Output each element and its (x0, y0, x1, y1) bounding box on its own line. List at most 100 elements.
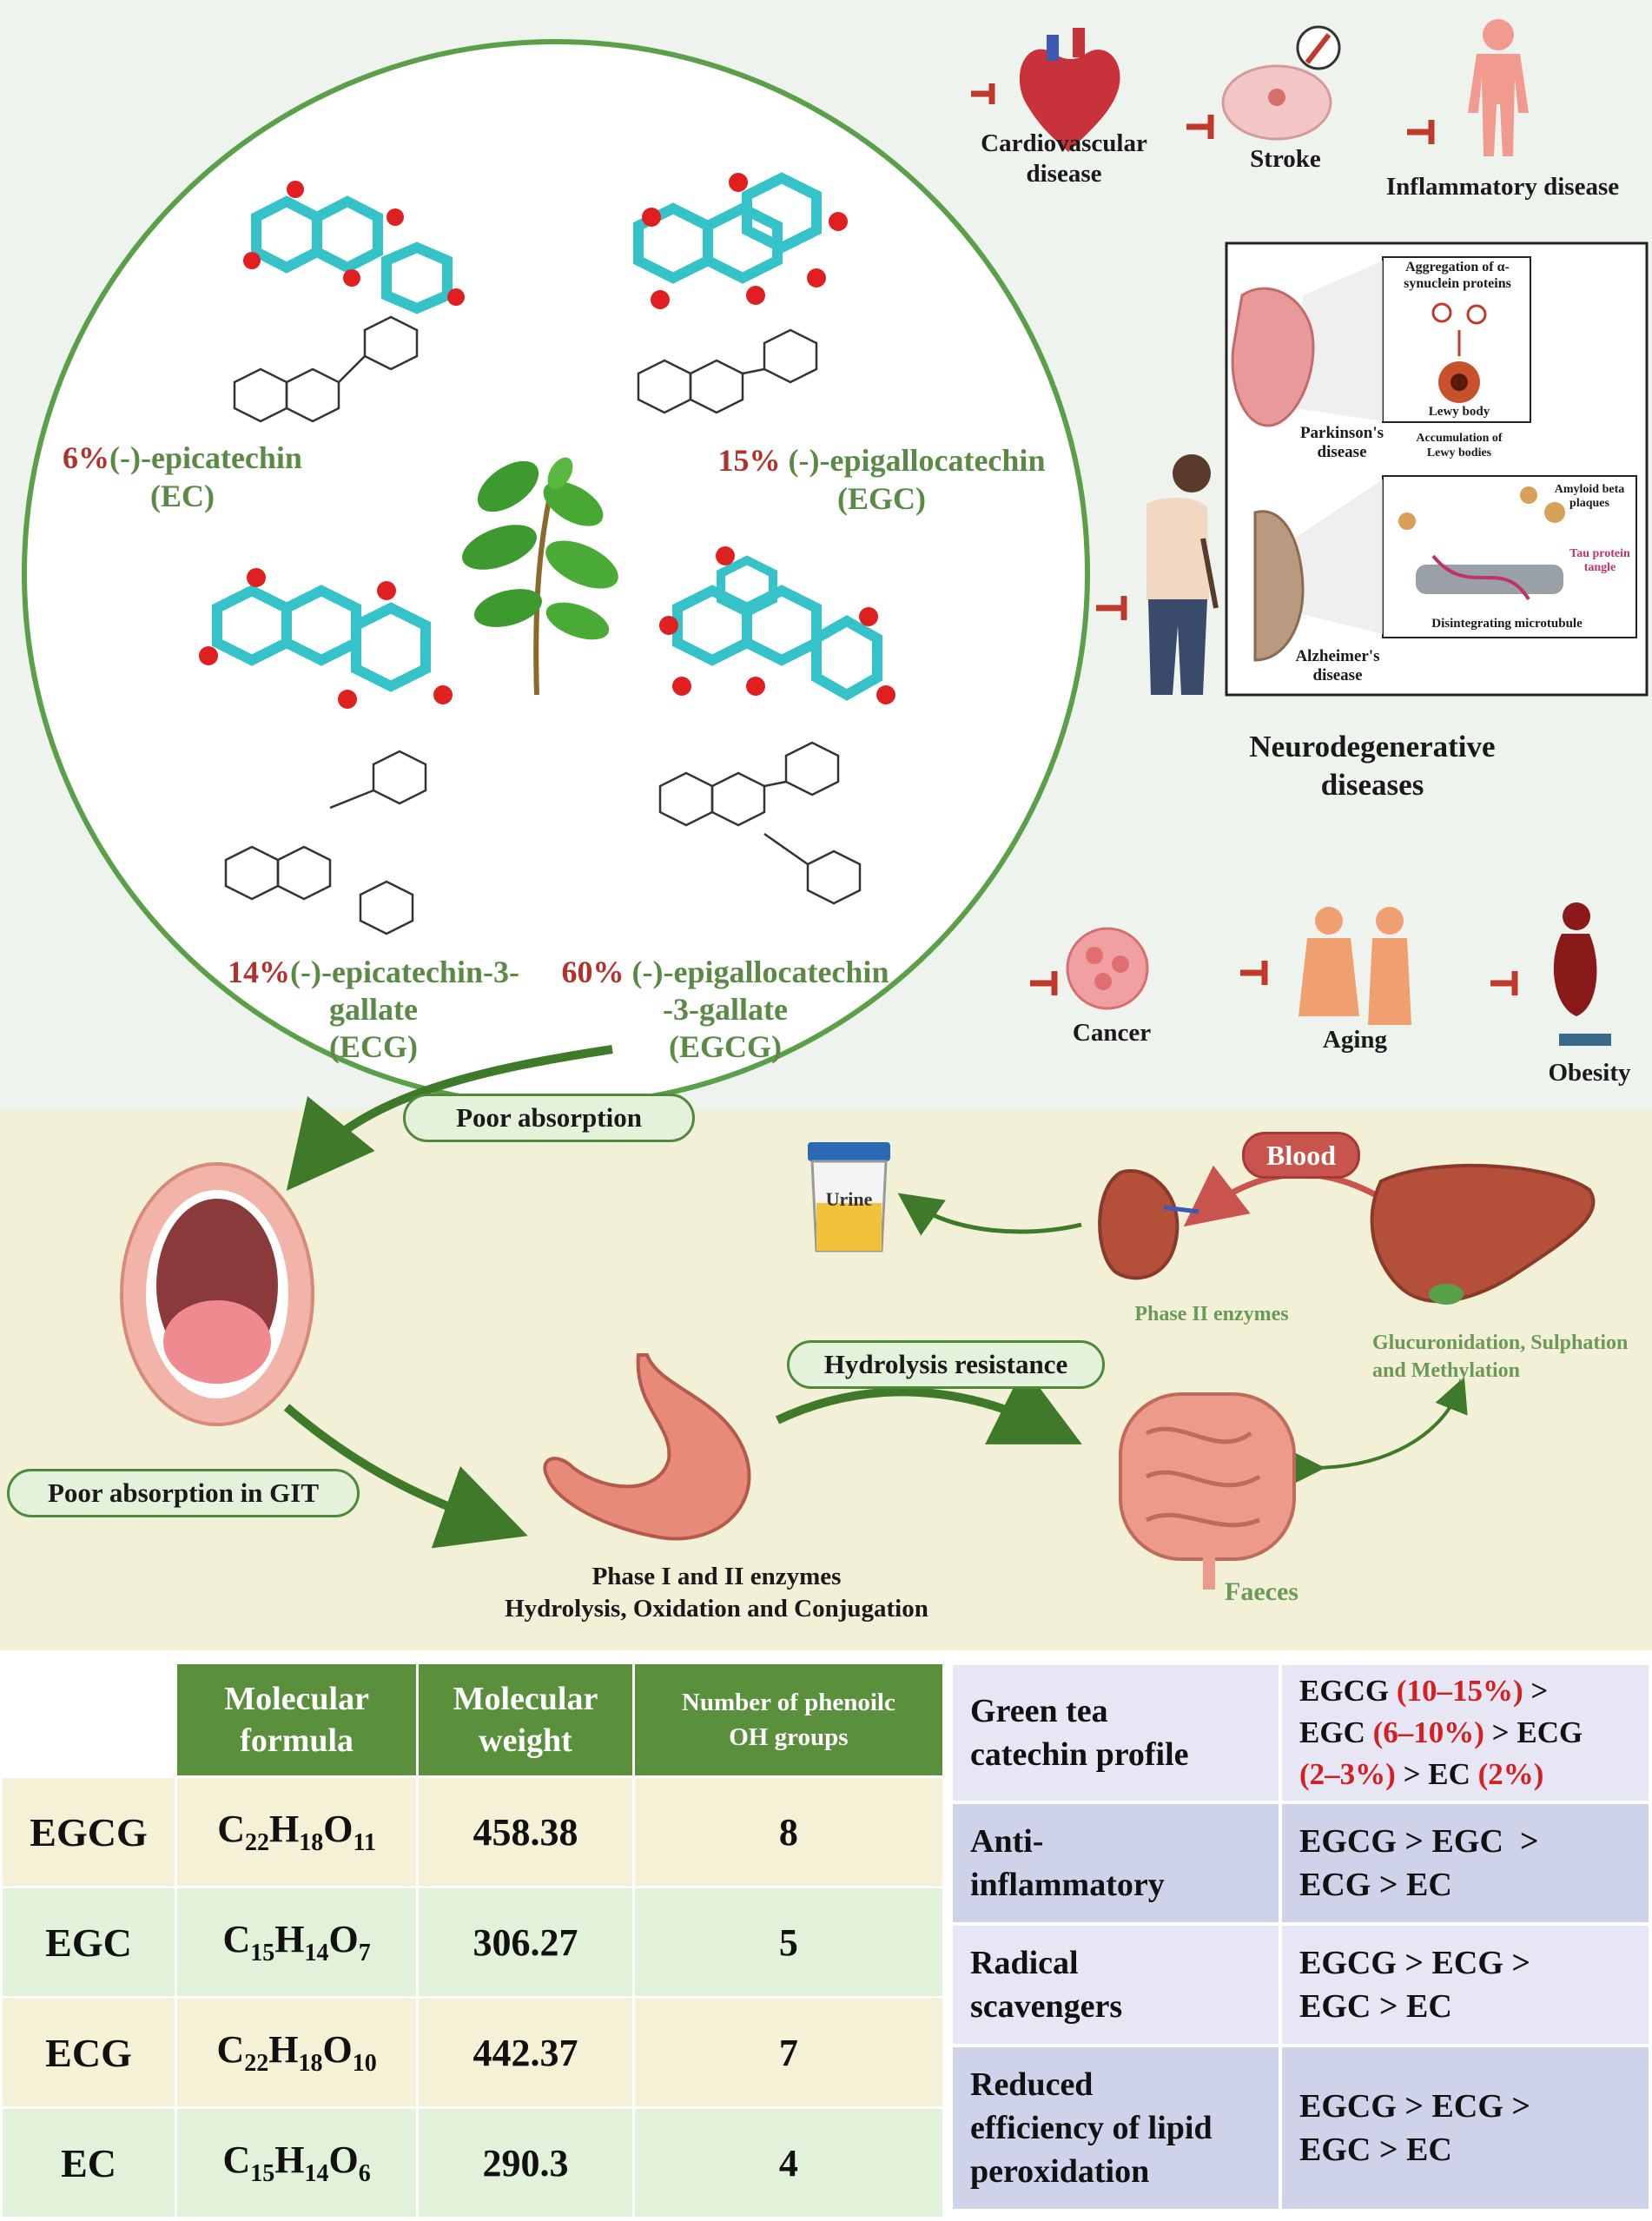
formula-element: H (268, 2028, 299, 2072)
profile-label-line2: catechin profile (970, 1736, 1189, 1773)
tau-label: Tau protein tangle (1563, 547, 1636, 575)
egc-percent: 15% (717, 443, 781, 478)
glucuronidation-line1: Glucuronidation, Sulphation (1372, 1332, 1629, 1354)
accumulation-line1: Accumulation of (1416, 432, 1503, 445)
egcg-percent: 60% (561, 955, 624, 989)
alzheimers-line2: disease (1312, 666, 1363, 684)
formula-subscript: 22 (244, 2049, 269, 2077)
anti-label-line2: inflammatory (970, 1867, 1165, 1903)
oh-header-line1: Number of phenoilc (681, 1689, 895, 1716)
lipid-value-line2: EGC > EC (1299, 2132, 1452, 2168)
parkinsons-line2: disease (1317, 443, 1367, 461)
urine-label: Urine (825, 1188, 873, 1210)
ec-abbr: (EC) (150, 479, 215, 513)
neuro-line2: diseases (1320, 768, 1424, 802)
profile-label-cell: Green tea catechin profile (949, 1662, 1282, 1804)
anti-label-line1: Anti- (970, 1823, 1044, 1860)
egc-label: 15% (-)-epigallocatechin (EGC) (699, 441, 1064, 518)
profile-egcg: EGCG (1299, 1674, 1397, 1708)
obesity-label: Obesity (1548, 1059, 1631, 1087)
radical-label-line1: Radical (970, 1945, 1079, 1981)
formula-subscript: 10 (352, 2049, 377, 2077)
cell-weight: 306.27 (416, 1886, 635, 1999)
cardiovascular-line1: Cardiovascular (981, 129, 1147, 157)
anti-value-line2: ECG > EC (1299, 1867, 1452, 1903)
formula-subscript: 14 (304, 1939, 329, 1967)
formula-subscript: 15 (250, 2159, 275, 2187)
anti-inflammatory-label-cell: Anti- inflammatory (949, 1801, 1282, 1926)
formula-subscript: 11 (353, 1828, 376, 1856)
cell-name: EGCG (0, 1775, 178, 1888)
oh-header: Number of phenoilc OH groups (631, 1662, 946, 1778)
egcg-label: 60% (-)-epigallocatechin -3-gallate (EGC… (543, 954, 908, 1066)
formula-header-line2: formula (240, 1722, 354, 1759)
aggregation-label: Aggregation of α- synuclein proteins (1388, 259, 1527, 292)
cell-formula: C22H18O11 (175, 1775, 420, 1888)
cell-formula: C22H18O10 (175, 1996, 420, 2109)
accumulation-label: Accumulation of Lewy bodies (1390, 431, 1529, 460)
formula-subscript: 6 (358, 2159, 371, 2187)
blood-pill: Blood (1242, 1132, 1360, 1179)
profile-egc: EGC (1299, 1715, 1373, 1749)
ecg-name-line2: gallate (329, 992, 418, 1027)
ec-name: (-)-epicatechin (109, 440, 302, 475)
glucuronidation-label: Glucuronidation, Sulphation and Methylat… (1372, 1329, 1652, 1385)
aggregation-line1: Aggregation of α- (1405, 260, 1510, 274)
faeces-label: Faeces (1225, 1577, 1298, 1606)
catechin-activity-table: Green tea catechin profile EGCG (10–15%)… (949, 1662, 1652, 2212)
accumulation-line2: Lewy bodies (1426, 446, 1492, 459)
poor-absorption-pill: Poor absorption (403, 1094, 695, 1142)
egc-abbr: (EGC) (837, 481, 926, 516)
formula-element: C (222, 1918, 251, 1961)
phase12-line1: Phase I and II enzymes (591, 1563, 842, 1590)
radical-value-cell: EGCG > ECG > EGC > EC (1279, 1922, 1652, 2047)
anti-inflammatory-row: Anti- inflammatory EGCG > EGC > ECG > EC (949, 1801, 1652, 1926)
property-table-header: Molecular formula Molecular weight Numbe… (0, 1662, 946, 1778)
ec-percent: 6% (63, 440, 110, 475)
cancer-label: Cancer (1072, 1019, 1152, 1047)
neurodegenerative-label: Neurodegenerative diseases (1199, 728, 1546, 804)
formula-subscript: 18 (299, 1828, 324, 1856)
lipid-value-cell: EGCG > ECG > EGC > EC (1279, 2044, 1652, 2212)
empty-header-cell (0, 1662, 178, 1778)
egcg-abbr: (EGCG) (669, 1029, 782, 1064)
egcg-name-line2: -3-gallate (663, 992, 788, 1027)
formula-element: H (274, 2138, 305, 2182)
neuro-line1: Neurodegenerative (1249, 730, 1496, 763)
profile-ecg: > ECG (1483, 1715, 1583, 1749)
cell-weight: 442.37 (416, 1996, 635, 2109)
profile-ec-pct: (2%) (1477, 1757, 1544, 1791)
profile-value-cell: EGCG (10–15%) > EGC (6–10%) > ECG (2–3%)… (1279, 1662, 1652, 1804)
formula-element: C (217, 1808, 246, 1851)
lipid-value-line1: EGCG > ECG > (1299, 2088, 1531, 2125)
lipid-label-line1: Reduced (970, 2066, 1094, 2103)
cardiovascular-label: Cardiovascular disease (964, 129, 1164, 189)
poor-absorption-git-pill: Poor absorption in GIT (7, 1469, 360, 1517)
profile-gt1: > (1523, 1674, 1549, 1708)
lipid-label-line2: efficiency of lipid (970, 2110, 1213, 2146)
profile-row: Green tea catechin profile EGCG (10–15%)… (949, 1662, 1652, 1804)
parkinsons-line1: Parkinson's (1299, 424, 1384, 442)
formula-element: O (328, 2138, 359, 2182)
cardiovascular-line2: disease (1026, 160, 1102, 188)
formula-subscript: 22 (245, 1828, 270, 1856)
profile-ec: > EC (1395, 1757, 1478, 1791)
profile-label-line1: Green tea (970, 1693, 1108, 1729)
cell-oh: 7 (631, 1996, 946, 2109)
anti-inflammatory-value-cell: EGCG > EGC > ECG > EC (1279, 1801, 1652, 1926)
formula-element: O (323, 1808, 354, 1851)
alzheimers-label: Alzheimer's disease (1281, 647, 1394, 685)
ecg-percent: 14% (228, 955, 291, 989)
weight-header-line2: weight (479, 1722, 572, 1759)
radical-scavengers-row: Radical scavengers EGCG > ECG > EGC > EC (949, 1922, 1652, 2047)
cell-name: EGC (0, 1886, 178, 1999)
profile-egcg-pct: (10–15%) (1396, 1674, 1523, 1708)
glucuronidation-line2: and Methylation (1372, 1359, 1521, 1382)
lipid-peroxidation-row: Reduced efficiency of lipid peroxidation… (949, 2044, 1652, 2212)
ecg-abbr: (ECG) (329, 1029, 418, 1064)
formula-subscript: 14 (304, 2159, 329, 2187)
formula-element: H (269, 1808, 300, 1851)
